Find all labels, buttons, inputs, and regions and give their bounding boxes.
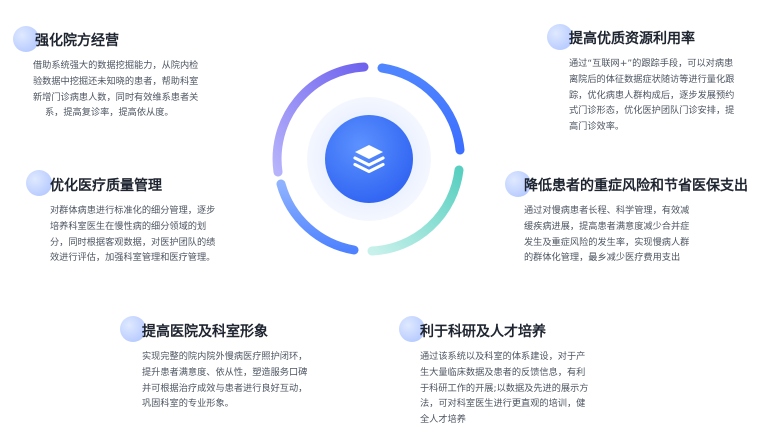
ring-arc-blue-bottom: [276, 179, 359, 255]
feature-title: 优化医疗质量管理: [50, 178, 162, 194]
feature-title: 强化院方经营: [35, 33, 119, 49]
title-dot-icon: [547, 24, 573, 50]
feature-description: 借助系统强大的数据挖掘能力，从院内检 验数据中挖掘还未知晓的患者，帮助科室 新增…: [33, 60, 199, 119]
title-dot-icon: [13, 26, 39, 52]
title-dot-icon: [505, 171, 531, 197]
feature-description: 通过该系统以及科室的体系建设，对于产 生大量临床数据及患者的反馈信息，有利 于科…: [420, 351, 589, 426]
title-dot-icon: [399, 316, 425, 342]
feature-title: 提高优质资源利用率: [569, 31, 695, 47]
feature-title: 降低患者的重症风险和节省医保支出: [524, 178, 748, 194]
feature-title: 利于科研及人才培养: [420, 324, 546, 340]
feature-title: 提高医院及科室形象: [142, 324, 268, 340]
feature-description: 通过“互联网+”的跟踪手段，可以对病患 离院后的体征数据症状随访等进行量化跟 踪…: [569, 58, 735, 133]
title-dot-icon: [26, 170, 52, 196]
feature-description: 通过对慢病患者长程、科学管理，有效减 缓疾病进展，提高患者满意度减少合并症 发生…: [524, 205, 690, 264]
ring-arc-blue-top: [377, 63, 465, 155]
center-hub: [254, 44, 484, 274]
ring-arc-teal: [367, 165, 464, 256]
feature-description: 实现完整的院内院外慢病医疗照护闭环， 提升患者满意度、依从性，塑造服务口碑 并可…: [142, 351, 308, 410]
ring-arc-purple: [272, 62, 369, 177]
feature-description: 对群体病患进行标准化的细分管理，逐步 培养科室医生在慢性病的细分领域的划 分，同…: [50, 205, 216, 264]
stacked-layers-icon: [335, 125, 403, 193]
title-dot-icon: [120, 316, 146, 342]
